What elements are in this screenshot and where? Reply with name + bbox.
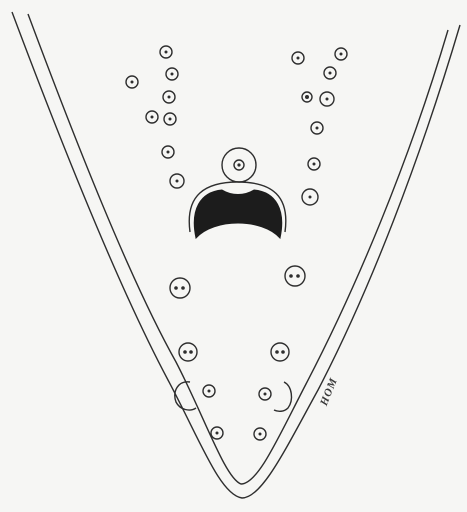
dark-central-mass [189, 182, 286, 238]
outer-body-wall [12, 12, 460, 498]
cell-pair-lower [179, 343, 289, 361]
cell-group-upper-right [292, 48, 347, 205]
inner-body-wall [28, 14, 448, 484]
cell-group-upper-left [126, 46, 184, 188]
cell-pair-middle [170, 266, 305, 298]
cell-group-lower [203, 385, 271, 440]
central-ring [222, 148, 256, 182]
